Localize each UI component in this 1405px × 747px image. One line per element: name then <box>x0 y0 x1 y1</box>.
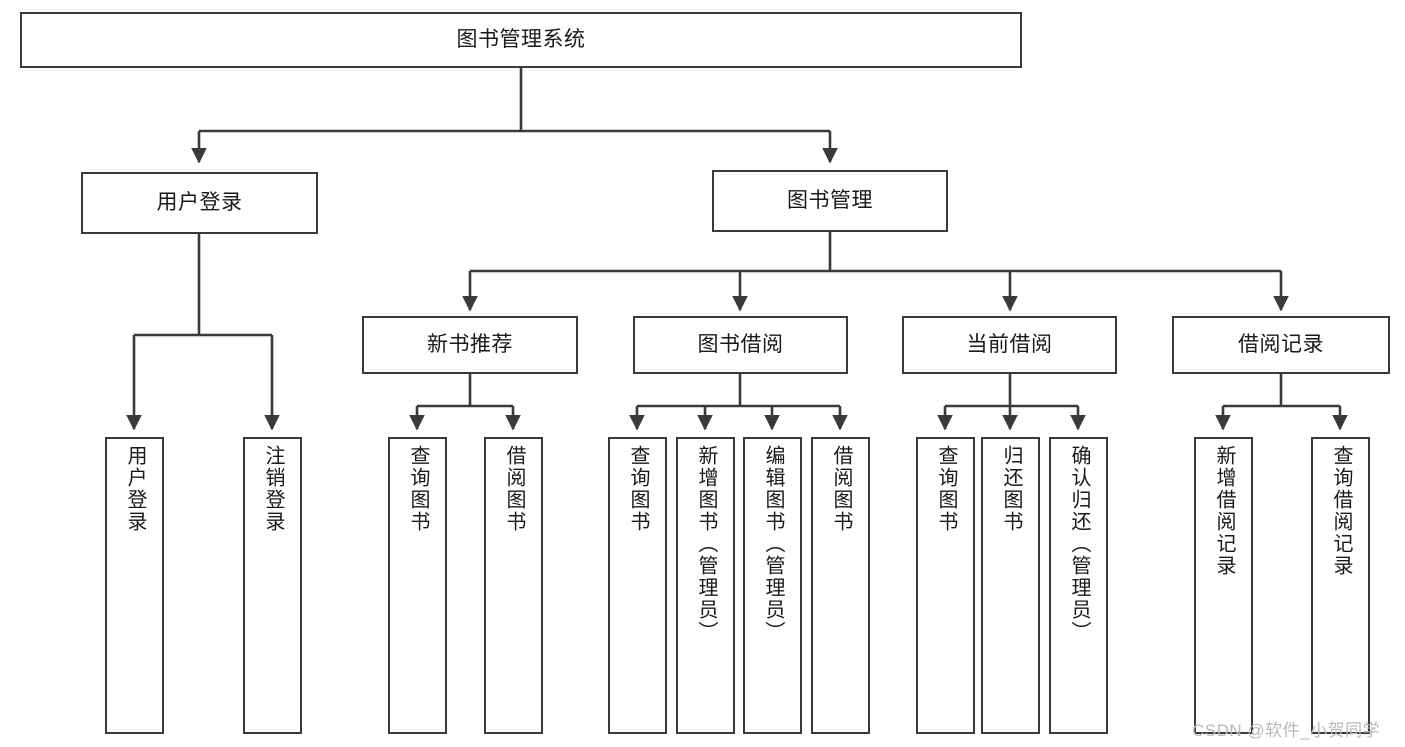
node-label: 图书管理系统 <box>456 28 586 52</box>
node-label: 查询图书 <box>627 445 649 533</box>
node-label: 图书管理 <box>787 189 873 213</box>
node-book-management[interactable]: 图书管理 <box>712 170 948 232</box>
node-current-borrow[interactable]: 当前借阅 <box>902 316 1117 374</box>
node-book-borrow[interactable]: 图书借阅 <box>633 316 848 374</box>
leaf-user-login-logout[interactable]: 注销登录 <box>243 437 302 734</box>
node-label: 归还图书 <box>1000 445 1022 533</box>
node-label: 新增借阅记录 <box>1213 445 1235 577</box>
node-label: 新增图书（管理员） <box>695 445 717 643</box>
node-label: 注销登录 <box>262 445 284 533</box>
watermark-text: CSDN @软件_小贺同学 <box>1192 721 1381 740</box>
node-label: 确认归还（管理员） <box>1068 445 1090 643</box>
leaf-current-borrow-confirm-return[interactable]: 确认归还（管理员） <box>1049 437 1108 734</box>
leaf-borrow-record-add[interactable]: 新增借阅记录 <box>1194 437 1253 734</box>
node-label: 当前借阅 <box>966 333 1053 357</box>
node-label: 用户登录 <box>156 191 243 215</box>
leaf-current-borrow-return[interactable]: 归还图书 <box>981 437 1040 734</box>
node-label: 图书借阅 <box>697 333 784 357</box>
node-root-system[interactable]: 图书管理系统 <box>20 12 1022 68</box>
node-new-book-recommend[interactable]: 新书推荐 <box>362 316 578 374</box>
node-borrow-record[interactable]: 借阅记录 <box>1172 316 1390 374</box>
node-label: 借阅图书 <box>503 445 525 533</box>
csdn-watermark: CSDN @软件_小贺同学 <box>1192 716 1380 741</box>
node-user-login[interactable]: 用户登录 <box>81 172 318 234</box>
leaf-book-borrow-query[interactable]: 查询图书 <box>608 437 667 734</box>
node-label: 查询图书 <box>407 445 429 533</box>
leaf-user-login-login[interactable]: 用户登录 <box>105 437 164 734</box>
node-label: 用户登录 <box>124 445 146 533</box>
node-label: 新书推荐 <box>427 333 513 357</box>
node-label: 编辑图书（管理员） <box>762 445 784 643</box>
node-label: 借阅图书 <box>830 445 852 533</box>
node-label: 借阅记录 <box>1238 333 1324 357</box>
leaf-new-book-query[interactable]: 查询图书 <box>388 437 447 734</box>
node-label: 查询借阅记录 <box>1330 445 1352 577</box>
leaf-borrow-record-query[interactable]: 查询借阅记录 <box>1311 437 1370 734</box>
leaf-book-borrow-edit[interactable]: 编辑图书（管理员） <box>743 437 802 734</box>
node-label: 查询图书 <box>935 445 957 533</box>
leaf-book-borrow-borrow[interactable]: 借阅图书 <box>811 437 870 734</box>
leaf-book-borrow-add[interactable]: 新增图书（管理员） <box>676 437 735 734</box>
leaf-current-borrow-query[interactable]: 查询图书 <box>916 437 975 734</box>
leaf-new-book-borrow[interactable]: 借阅图书 <box>484 437 543 734</box>
